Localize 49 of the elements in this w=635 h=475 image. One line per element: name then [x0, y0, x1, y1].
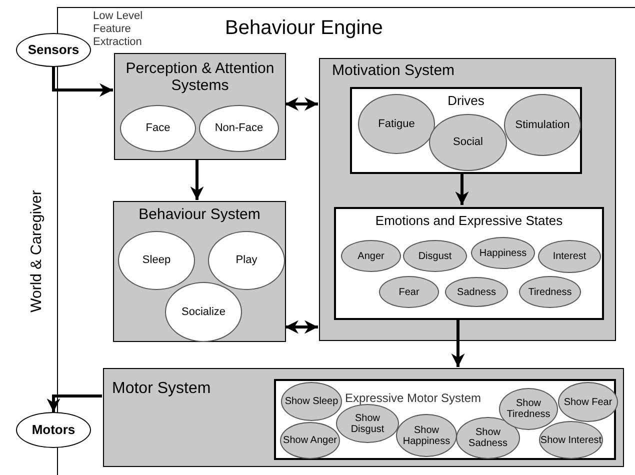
arrow [285, 97, 318, 111]
ellipse-node: Show Anger [280, 422, 340, 459]
subsystem-box [274, 379, 616, 460]
subsystem-box [334, 207, 604, 320]
ellipse-node: Show Sleep [281, 382, 342, 421]
ellipse-node: Disgust [403, 240, 467, 272]
box-title: Motivation System [331, 61, 456, 81]
annotation-text: Low Level Feature Extraction [93, 10, 144, 49]
arrow [285, 320, 318, 334]
oval-node: Sensors [16, 33, 91, 67]
box-title: Expressive Motor System [345, 391, 482, 405]
subsystem-box [350, 87, 582, 174]
ellipse-node: Show Tiredness [499, 388, 558, 430]
ellipse-node: Fatigue [358, 94, 435, 154]
box-title: Motor System [112, 380, 211, 397]
ellipse-node: Happiness [471, 237, 535, 269]
ellipse-node: Fear [379, 276, 439, 308]
arrow [46, 394, 102, 412]
box-title: Perception & Attention Systems [124, 59, 276, 94]
system-box [319, 58, 616, 341]
ellipse-node: Non-Face [199, 105, 279, 152]
ellipse-node: Play [208, 231, 285, 290]
arrow [190, 159, 204, 200]
box-title: Behaviour System [138, 205, 262, 225]
system-box [103, 368, 624, 467]
ellipse-node: Sadness [445, 277, 508, 307]
diagram-title: Behaviour Engine [225, 16, 383, 41]
side-label: World & Caregiver [26, 189, 46, 314]
ellipse-node: Interest [538, 240, 601, 273]
arrow [52, 67, 113, 97]
ellipse-node: Stimulation [504, 94, 581, 156]
ellipse-node: Sleep [118, 231, 195, 290]
ellipse-node: Socialize [165, 282, 242, 342]
ellipse-node: Show Fear [558, 382, 618, 422]
box-title: Emotions and Expressive States [374, 212, 564, 230]
system-box [113, 201, 286, 342]
ellipse-node: Show Happiness [396, 414, 457, 457]
oval-node: Motors [16, 412, 91, 448]
system-box [114, 53, 286, 160]
ellipse-node: Show Disgust [336, 404, 399, 443]
ellipse-node: Anger [341, 240, 401, 272]
ellipse-node: Show Sadness [456, 417, 520, 459]
ellipse-node: Tiredness [519, 276, 581, 308]
ellipse-node: Face [120, 105, 196, 152]
ellipse-node: Show Interest [539, 421, 603, 459]
ellipse-node: Social [429, 114, 507, 171]
box-title: Drives [446, 92, 486, 110]
arrow [455, 172, 469, 205]
arrow [451, 318, 465, 367]
